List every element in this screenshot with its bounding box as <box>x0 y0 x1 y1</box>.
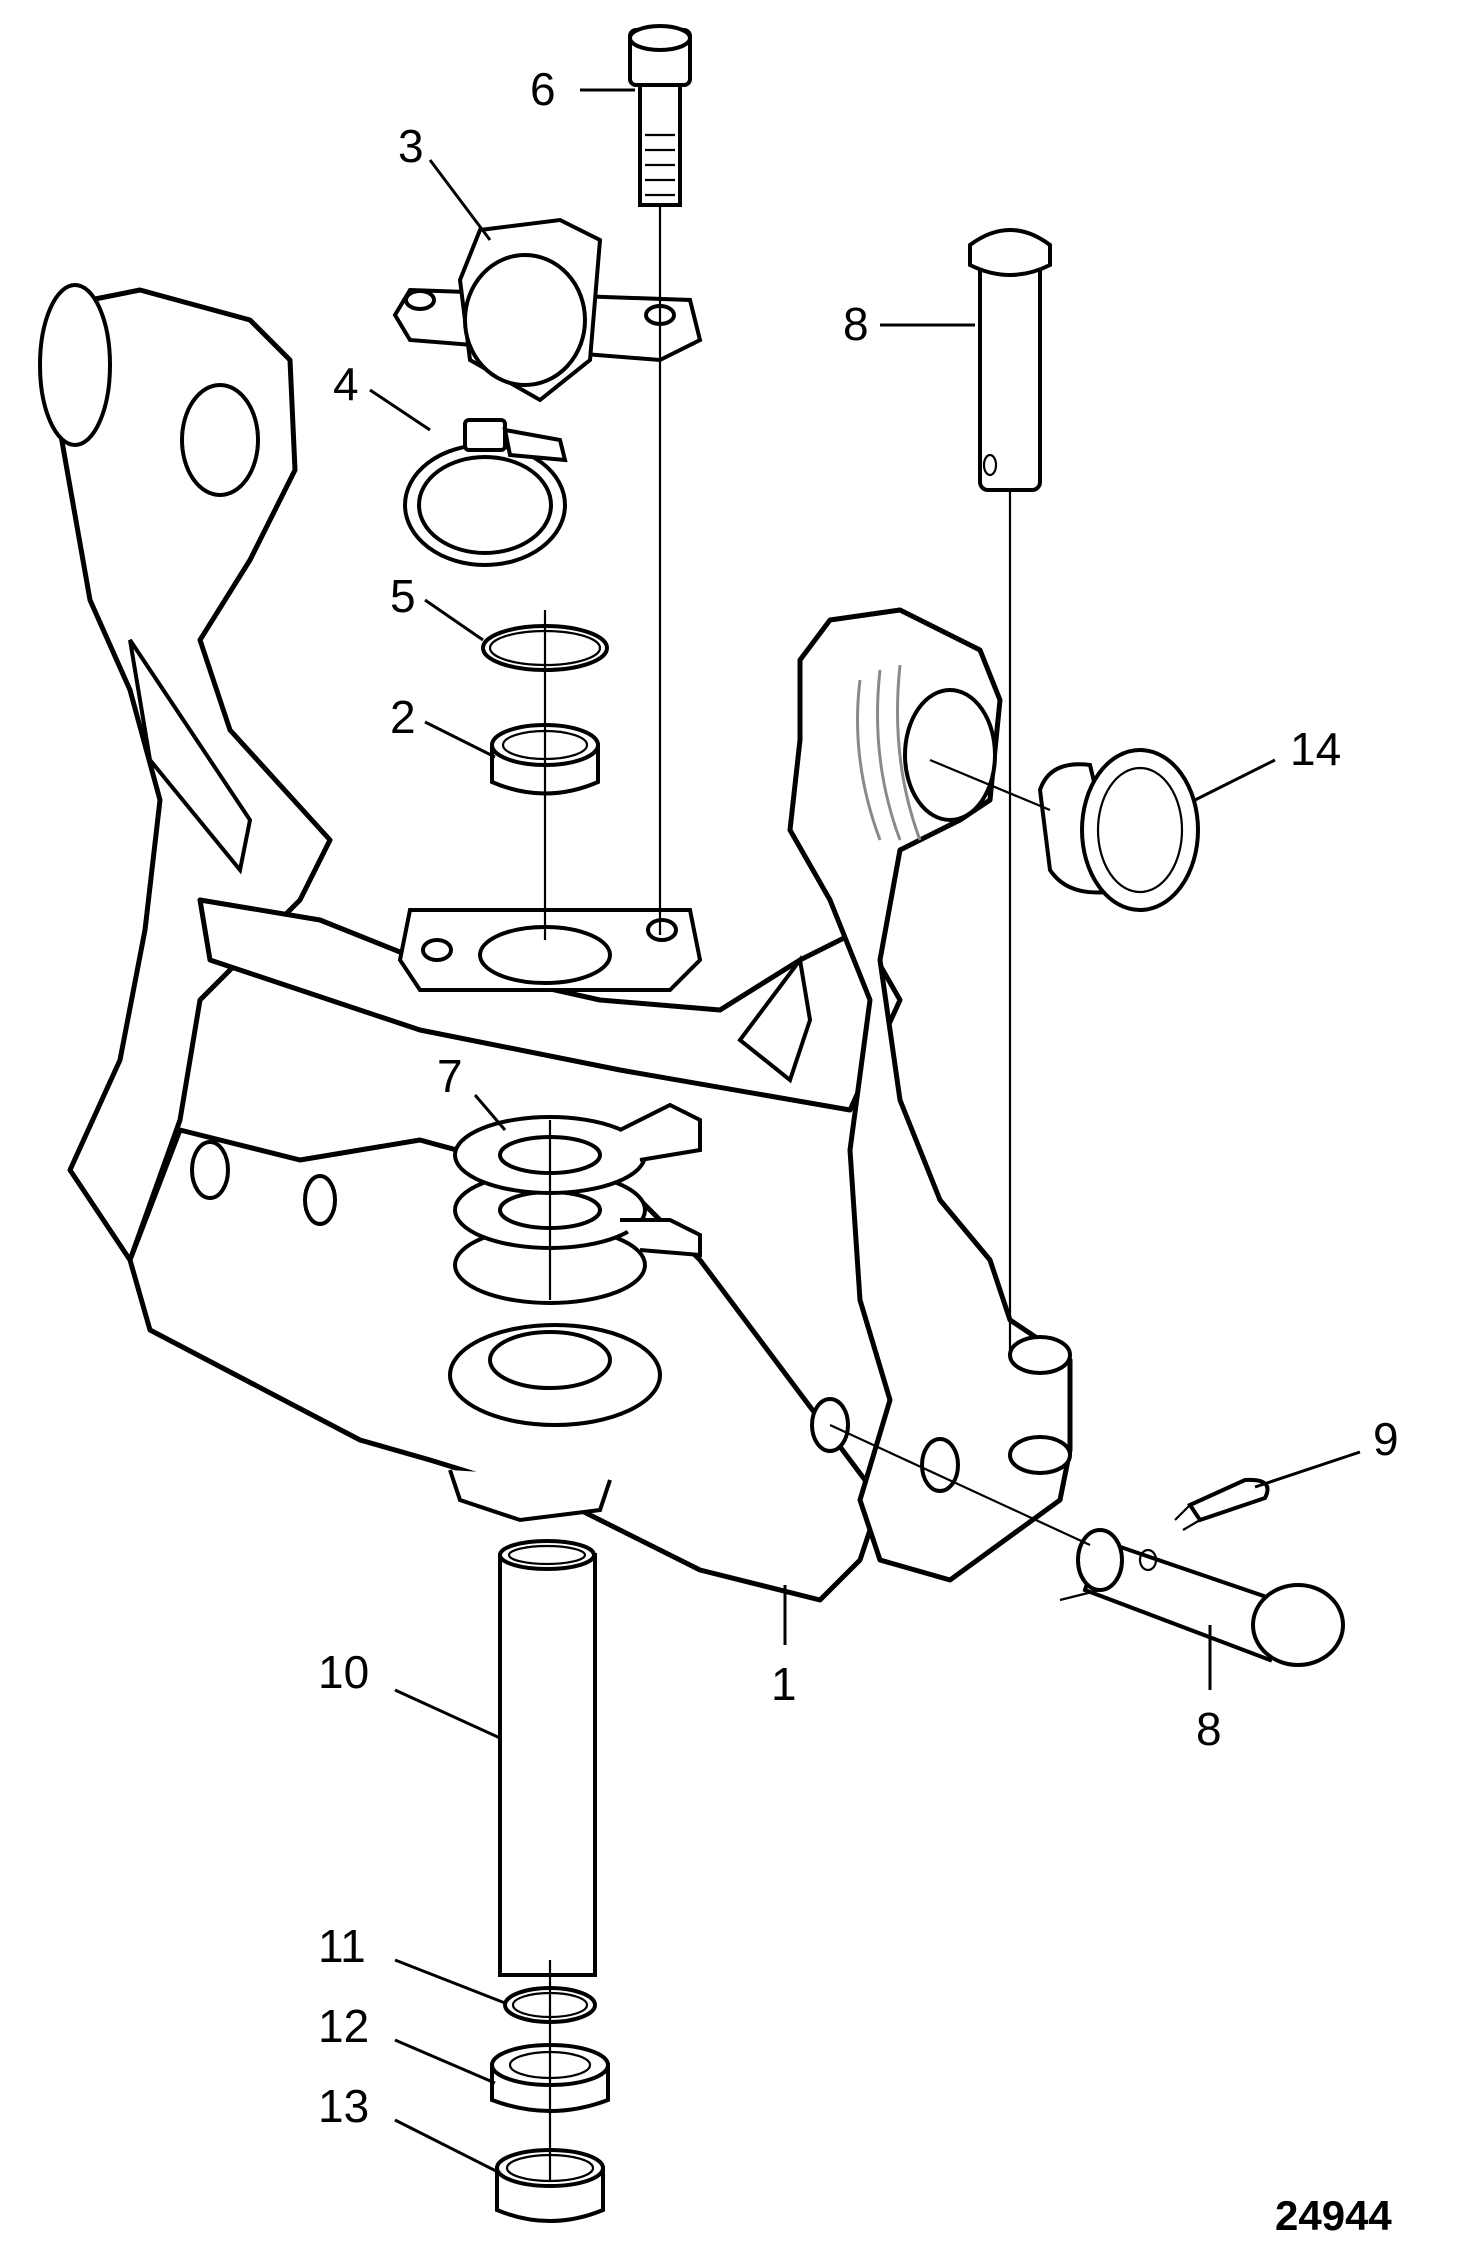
callout-6: 6 <box>530 63 556 115</box>
tube-part-10 <box>498 1539 597 1977</box>
pin-part-8-lower <box>1076 1528 1345 1667</box>
hose-clamp-part-4 <box>403 418 568 567</box>
callout-8-upper: 8 <box>843 298 869 350</box>
pin-part-8-upper <box>968 228 1052 492</box>
hose-flange-part-3 <box>392 217 703 403</box>
callout-11: 11 <box>318 1920 366 1972</box>
assembly-lines <box>543 205 1101 2180</box>
callout-10: 10 <box>318 1646 369 1698</box>
callout-4: 4 <box>333 358 359 410</box>
callout-labels: 6 3 4 5 2 8 14 7 9 8 1 10 11 12 13 <box>318 63 1399 2132</box>
split-pin-part-9 <box>1174 1477 1270 1531</box>
callout-2: 2 <box>390 691 416 743</box>
bracket-housing <box>38 283 1073 1603</box>
figure-number: 24944 <box>1275 2192 1392 2239</box>
callout-1: 1 <box>771 1658 797 1710</box>
callout-9: 9 <box>1373 1413 1399 1465</box>
callout-12: 12 <box>318 2000 369 2052</box>
callout-5: 5 <box>390 570 416 622</box>
bolt-part-6 <box>628 24 692 207</box>
callout-3: 3 <box>398 120 424 172</box>
callout-8-lower: 8 <box>1196 1703 1222 1755</box>
plug-part-14 <box>1037 748 1200 912</box>
leader-lines <box>369 88 1361 2175</box>
callout-7: 7 <box>437 1050 463 1102</box>
callout-13: 13 <box>318 2080 369 2132</box>
callout-14: 14 <box>1290 723 1341 775</box>
